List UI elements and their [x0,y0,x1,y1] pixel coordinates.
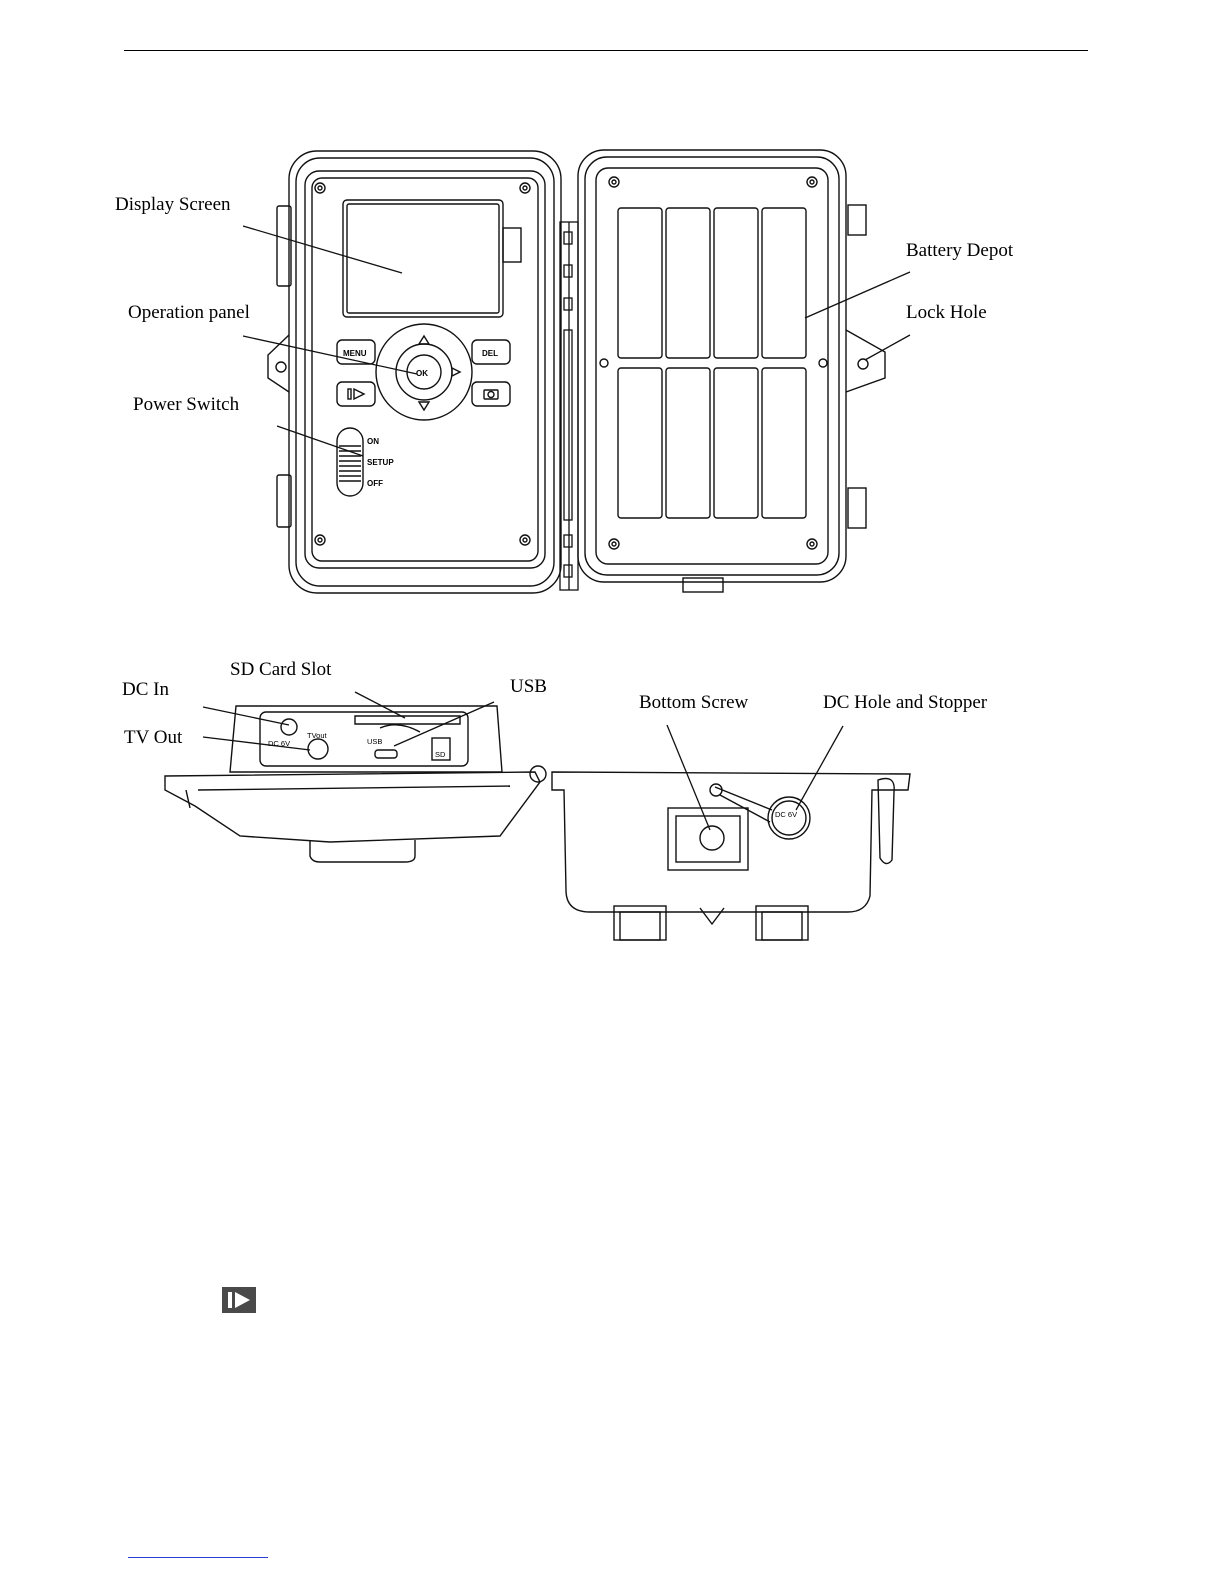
label-power-switch: Power Switch [133,394,240,415]
dc6v-bottom-label: DC 6V [775,810,797,819]
label-sd-card-slot: SD Card Slot [230,659,332,680]
camera-diagram: MENU DEL OK ON SETUP OFF [0,0,1225,1000]
hinge [560,222,578,590]
panel-text: MENU DEL OK ON SETUP OFF [343,349,498,488]
label-usb: USB [510,676,547,697]
switch-off-label: OFF [367,479,383,488]
sd-slot-label: SD [435,750,446,759]
port-text: DC 6V TVout USB SD DC 6V [268,731,797,819]
menu-button-label: MENU [343,349,367,358]
playback-icon [222,1287,256,1313]
footer-link-rule [128,1557,268,1558]
battery-door [578,150,885,592]
ok-button-label: OK [416,369,428,378]
label-dc-in: DC In [122,679,169,700]
label-battery-depot: Battery Depot [906,240,1014,261]
label-lock-hole: Lock Hole [906,302,987,323]
tvout-port-label: TVout [307,731,328,740]
del-button-label: DEL [482,349,498,358]
label-operation-panel: Operation panel [128,302,250,323]
switch-setup-label: SETUP [367,458,394,467]
front-panel [268,151,561,593]
switch-on-label: ON [367,437,379,446]
label-bottom-screw: Bottom Screw [639,692,749,713]
label-dc-hole-stopper: DC Hole and Stopper [823,692,988,713]
label-tv-out: TV Out [124,727,183,748]
label-display-screen: Display Screen [115,194,231,215]
usb-port-label: USB [367,737,382,746]
